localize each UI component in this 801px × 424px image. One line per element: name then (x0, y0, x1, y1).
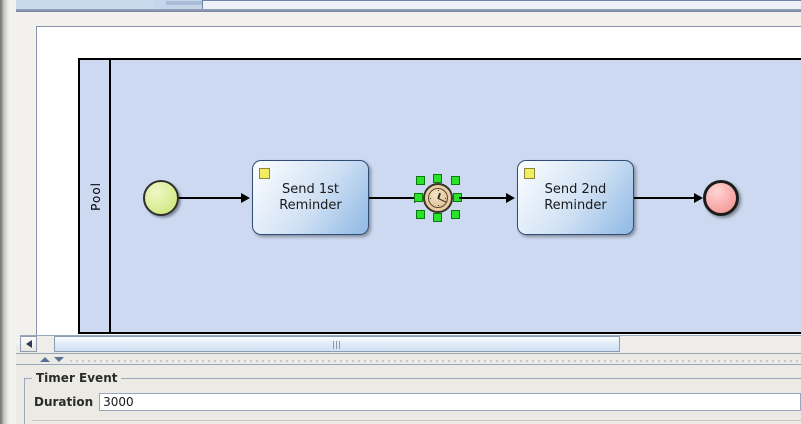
duration-field-row: Duration (34, 392, 801, 412)
duration-label: Duration (34, 395, 94, 409)
editor-tab-strip[interactable] (16, 0, 801, 10)
tab-active[interactable] (202, 0, 801, 10)
selection-handle-ne[interactable] (451, 176, 460, 185)
window-left-gutter (9, 0, 16, 424)
tab-strip-separator (16, 9, 801, 12)
tab-inactive-secondary[interactable] (166, 1, 202, 5)
canvas-horizontal-scrollbar[interactable] (20, 335, 801, 353)
task-label: Send 2nd Reminder (544, 181, 607, 213)
end-event[interactable] (703, 180, 739, 216)
group-border-left (24, 378, 25, 424)
properties-group-title: Timer Event (32, 371, 122, 385)
clock-face-icon (428, 188, 448, 208)
editor-panel: Pool Send 1st Reminder (16, 12, 801, 346)
group-border-top (24, 378, 801, 379)
diagram-canvas[interactable]: Pool Send 1st Reminder (36, 26, 801, 346)
timer-event-circle[interactable] (423, 183, 453, 213)
divider-grip-dots (68, 358, 799, 362)
properties-group: Timer Event Duration (24, 370, 801, 424)
task-send-2nd-reminder[interactable]: Send 2nd Reminder (517, 160, 634, 235)
triangle-up-icon[interactable] (40, 357, 50, 362)
tab-inactive[interactable] (16, 0, 154, 9)
selection-handle-nw[interactable] (416, 176, 425, 185)
scrollbar-track[interactable] (37, 336, 801, 352)
sequence-flow-start-to-task1[interactable] (179, 197, 241, 199)
triangle-down-icon[interactable] (54, 357, 64, 362)
selection-handle-w[interactable] (414, 193, 423, 202)
sequence-flow-arrowhead (241, 193, 250, 203)
triangle-left-icon (25, 340, 32, 348)
message-marker-icon (524, 168, 535, 179)
message-marker-icon (259, 168, 270, 179)
duration-input[interactable] (99, 393, 801, 411)
task-send-1st-reminder[interactable]: Send 1st Reminder (252, 160, 369, 235)
properties-panel-bottom-rule (32, 420, 801, 424)
grip-lines-icon (333, 341, 341, 349)
scrollbar-left-button[interactable] (20, 336, 37, 352)
sequence-flow-task1-to-timer[interactable] (369, 197, 417, 199)
pool-label-text: Pool (88, 181, 103, 211)
sequence-flow-arrowhead (506, 193, 515, 203)
scrollbar-thumb[interactable] (54, 336, 620, 352)
properties-panel: Timer Event Duration (16, 366, 801, 424)
split-pane-divider[interactable] (16, 353, 801, 365)
window-left-edge (0, 0, 9, 424)
sequence-flow-arrowhead (694, 193, 703, 203)
selection-handle-s[interactable] (433, 213, 442, 222)
pool-header[interactable]: Pool (80, 60, 111, 332)
intermediate-timer-event[interactable] (414, 174, 462, 222)
sequence-flow-task2-to-end[interactable] (634, 197, 696, 199)
bpmn-pool[interactable]: Pool Send 1st Reminder (78, 58, 801, 334)
selection-handle-n[interactable] (433, 174, 442, 183)
selection-handle-se[interactable] (451, 210, 460, 219)
selection-handle-sw[interactable] (416, 210, 425, 219)
sequence-flow-timer-to-task2[interactable] (459, 197, 508, 199)
task-label: Send 1st Reminder (279, 181, 342, 213)
start-event[interactable] (143, 180, 179, 216)
pool-label: Pool (80, 60, 111, 332)
